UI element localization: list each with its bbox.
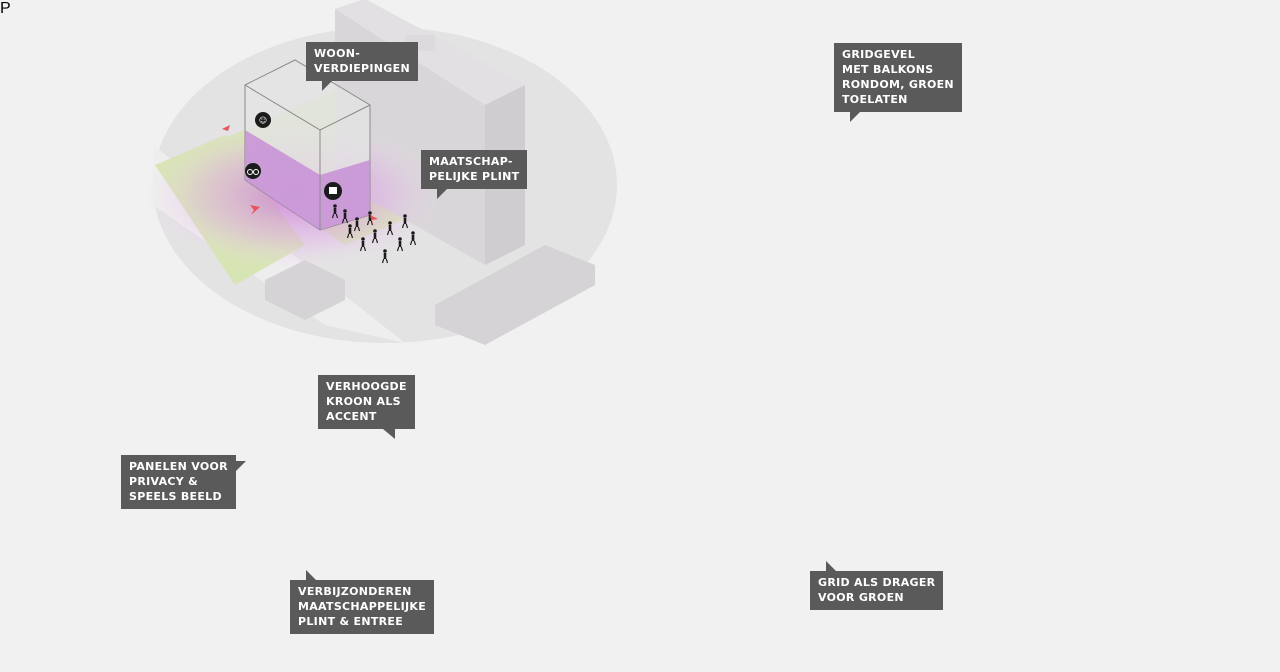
callout-line: PLINT & ENTREE — [298, 615, 404, 628]
svg-text:☺: ☺ — [259, 116, 267, 125]
callout-line: ACCENT — [326, 410, 377, 423]
callout-line: RONDOM, GROEN — [842, 78, 954, 91]
callout-line: GRID ALS DRAGER — [818, 576, 936, 589]
callout-verhoogde-kroon: VERHOOGDE KROON ALS ACCENT — [318, 375, 415, 439]
access-arrows — [222, 125, 378, 226]
callout-line: WOON- — [314, 47, 361, 60]
bicycle-icon — [245, 163, 261, 179]
bicycle-parking-icon: P — [0, 0, 11, 17]
callout-line: VERHOOGDE — [326, 380, 407, 393]
callout-panelen-voor-privacy: PANELEN VOOR PRIVACY & SPEELS BEELD — [121, 455, 246, 509]
site-context: P — [0, 0, 11, 17]
callout-line: PELIJKE PLINT — [429, 170, 520, 183]
callout-woonverdiepingen: WOON- VERDIEPINGEN — [306, 42, 418, 91]
callout-line: MAATSCHAP- — [429, 155, 513, 168]
callout-line: PRIVACY & — [129, 475, 199, 488]
panel-facade: P — [0, 0, 11, 17]
people-icon: ☺ — [255, 112, 271, 128]
callout-line: PANELEN VOOR — [129, 460, 228, 473]
callout-maatschappelijke-plint: MAATSCHAP- PELIJKE PLINT — [421, 150, 528, 199]
callout-grid-als-drager: GRID ALS DRAGER VOOR GROEN — [810, 561, 944, 610]
callout-line: KROON ALS — [326, 395, 401, 408]
callout-line: MET BALKONS — [842, 63, 934, 76]
callout-verbijzonderen-plint: VERBIJZONDEREN MAATSCHAPPELIJKE PLINT & … — [290, 570, 435, 634]
callout-line: TOELATEN — [842, 93, 908, 106]
callout-gridgevel: GRIDGEVEL MET BALKONS RONDOM, GROEN TOEL… — [834, 43, 962, 122]
callout-line: VOOR GROEN — [818, 591, 904, 604]
callout-line: VERDIEPINGEN — [314, 62, 410, 75]
callout-line: GRIDGEVEL — [842, 48, 916, 61]
callout-line: VERBIJZONDEREN — [298, 585, 412, 598]
shop-icon — [324, 182, 342, 200]
callout-line: SPEELS BEELD — [129, 490, 222, 503]
callout-line: MAATSCHAPPELIJKE — [298, 600, 427, 613]
panel-program: ☺ — [145, 0, 617, 345]
